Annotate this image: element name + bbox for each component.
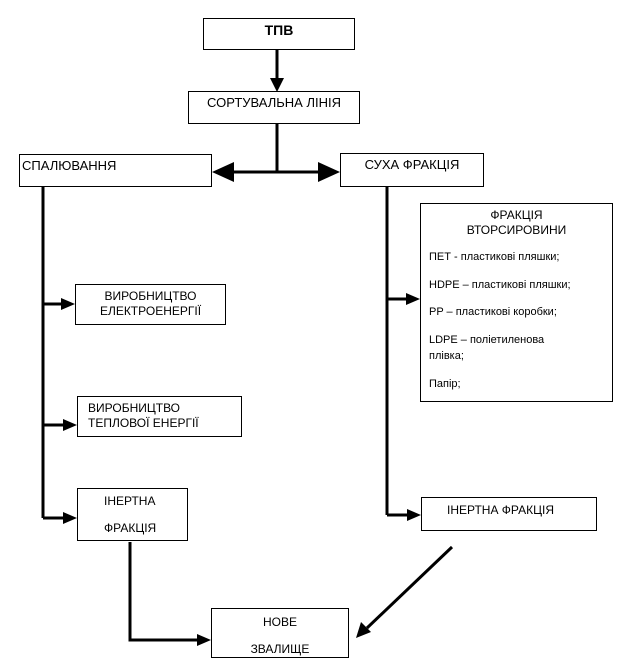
node-electricity-line1: ВИРОБНИЦТВО — [104, 289, 197, 303]
arrowhead-to-electricity — [61, 298, 75, 310]
recyclables-item-pet: ПЕТ - пластикові пляшки; — [429, 251, 560, 263]
node-electricity-line2: ЕЛЕКТРОЕНЕРГІЇ — [99, 304, 202, 318]
node-recyclables: ФРАКЦІЯ ВТОРСИРОВИНИ ПЕТ - пластикові пл… — [420, 203, 613, 402]
node-dry-fraction: СУХА ФРАКЦІЯ — [340, 153, 484, 187]
arrowhead-to-inert-left — [63, 512, 77, 524]
connector-inert-right-landfill — [365, 545, 454, 630]
recyclables-item-pp: PP – пластикові коробки; — [429, 306, 557, 318]
node-inert-right-label: ІНЕРТНА ФРАКЦІЯ — [447, 503, 554, 517]
node-inert-right: ІНЕРТНА ФРАКЦІЯ — [421, 497, 597, 531]
recyclables-item-hdpe: HDPE – пластикові пляшки; — [429, 279, 571, 291]
arrowhead-to-incineration — [212, 162, 234, 182]
node-incineration-label: СПАЛЮВАННЯ — [22, 158, 117, 173]
arrowhead-tpv-sorting — [270, 78, 284, 92]
node-incineration: СПАЛЮВАННЯ — [19, 154, 212, 187]
node-new-landfill: НОВЕ ЗВАЛИЩЕ — [211, 608, 349, 658]
node-recyclables-title2: ВТОРСИРОВИНИ — [466, 223, 567, 237]
arrowhead-to-dry-fraction — [318, 162, 340, 182]
node-heat: ВИРОБНИЦТВО ТЕПЛОВОЇ ЕНЕРГІЇ — [77, 396, 242, 437]
recyclables-item-paper: Папір; — [429, 378, 461, 390]
node-new-landfill-line1: НОВЕ — [262, 615, 297, 629]
recyclables-item-ldpe: LDPE – поліетиленова — [429, 334, 545, 346]
node-tpv: ТПВ — [203, 18, 355, 50]
node-dry-fraction-label: СУХА ФРАКЦІЯ — [364, 157, 460, 172]
arrowhead-to-recyclables — [406, 293, 420, 305]
recyclables-item-ldpe-cont: плівка; — [429, 350, 464, 362]
node-inert-left-line1: ІНЕРТНА — [104, 494, 156, 508]
arrowhead-inert-left-landfill — [197, 634, 211, 646]
node-recyclables-title1: ФРАКЦІЯ — [490, 208, 543, 222]
arrowhead-to-inert-right — [407, 509, 421, 521]
node-heat-line2: ТЕПЛОВОЇ ЕНЕРГІЇ — [88, 416, 199, 430]
arrowhead-to-heat — [63, 419, 77, 431]
node-new-landfill-line2: ЗВАЛИЩЕ — [250, 642, 310, 656]
node-tpv-label: ТПВ — [264, 22, 294, 38]
arrowhead-inert-right-landfill — [356, 622, 371, 638]
node-inert-left-line2: ФРАКЦІЯ — [104, 521, 157, 535]
node-sorting-line: СОРТУВАЛЬНА ЛІНІЯ — [188, 91, 360, 124]
connector-inert-left-landfill — [128, 542, 198, 642]
node-heat-line1: ВИРОБНИЦТВО — [88, 401, 181, 415]
node-inert-left: ІНЕРТНА ФРАКЦІЯ — [77, 488, 188, 541]
node-sorting-line-label: СОРТУВАЛЬНА ЛІНІЯ — [207, 95, 341, 110]
node-electricity: ВИРОБНИЦТВО ЕЛЕКТРОЕНЕРГІЇ — [75, 284, 226, 325]
